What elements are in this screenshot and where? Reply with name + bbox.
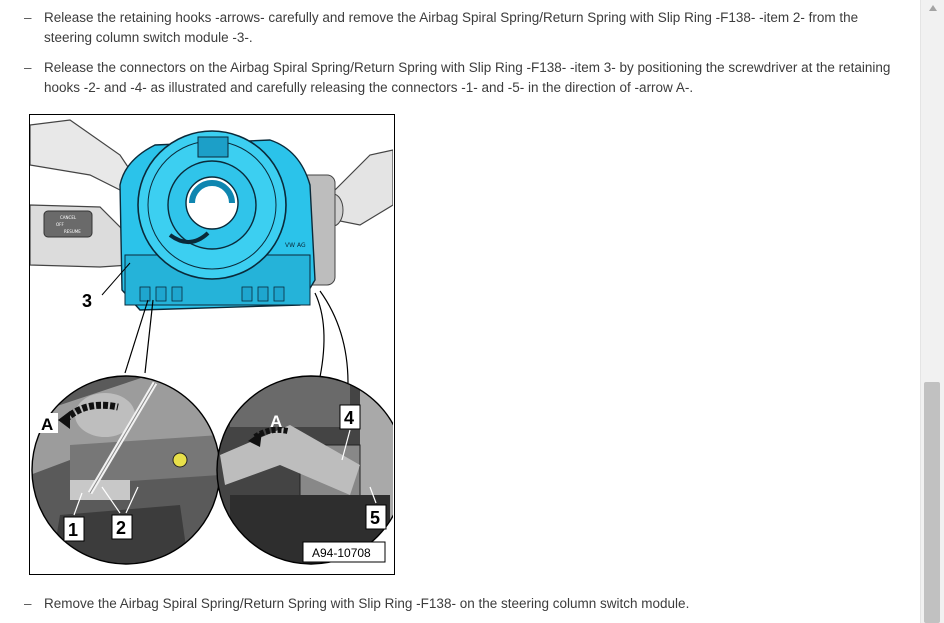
- vertical-scrollbar[interactable]: [920, 0, 944, 623]
- detail-view-left: [32, 376, 220, 564]
- step-bullet: –: [24, 596, 32, 611]
- step-text: Release the connectors on the Airbag Spi…: [44, 60, 891, 95]
- triangle-up-icon: [929, 5, 937, 11]
- left-switch-stalk: CANCEL OFF RESUME: [30, 119, 141, 268]
- scroll-up-button[interactable]: [921, 0, 944, 16]
- step-text: Release the retaining hooks -arrows- car…: [44, 10, 859, 45]
- step-bullet: –: [24, 60, 32, 75]
- callout-2: 2: [116, 518, 126, 538]
- callout-1: 1: [68, 520, 78, 540]
- vw-ag-label: VW AG: [285, 242, 306, 249]
- step-text: Remove the Airbag Spiral Spring/Return S…: [44, 596, 690, 611]
- resume-label: RESUME: [64, 229, 81, 234]
- instruction-step-3: – Remove the Airbag Spiral Spring/Return…: [24, 594, 904, 614]
- scrollbar-thumb[interactable]: [924, 382, 940, 623]
- cancel-label: CANCEL: [60, 215, 77, 220]
- document-content: – Release the retaining hooks -arrows- c…: [24, 8, 904, 614]
- callout-arrow-a-right: A: [270, 412, 282, 431]
- instruction-step-1: – Release the retaining hooks -arrows- c…: [24, 8, 904, 48]
- figure-id-label: A94-10708: [312, 546, 371, 560]
- steering-column-switch-module: VW AG: [119, 130, 316, 311]
- step-bullet: –: [24, 10, 32, 25]
- callout-4: 4: [344, 408, 354, 428]
- instruction-step-2: – Release the connectors on the Airbag S…: [24, 58, 904, 98]
- illustration-drawing: CANCEL OFF RESUME: [30, 119, 393, 565]
- callout-5: 5: [370, 508, 380, 528]
- technical-illustration: CANCEL OFF RESUME: [29, 114, 395, 575]
- callout-arrow-a-left: A: [41, 415, 53, 434]
- off-label: OFF: [56, 222, 64, 227]
- callout-3: 3: [82, 291, 92, 311]
